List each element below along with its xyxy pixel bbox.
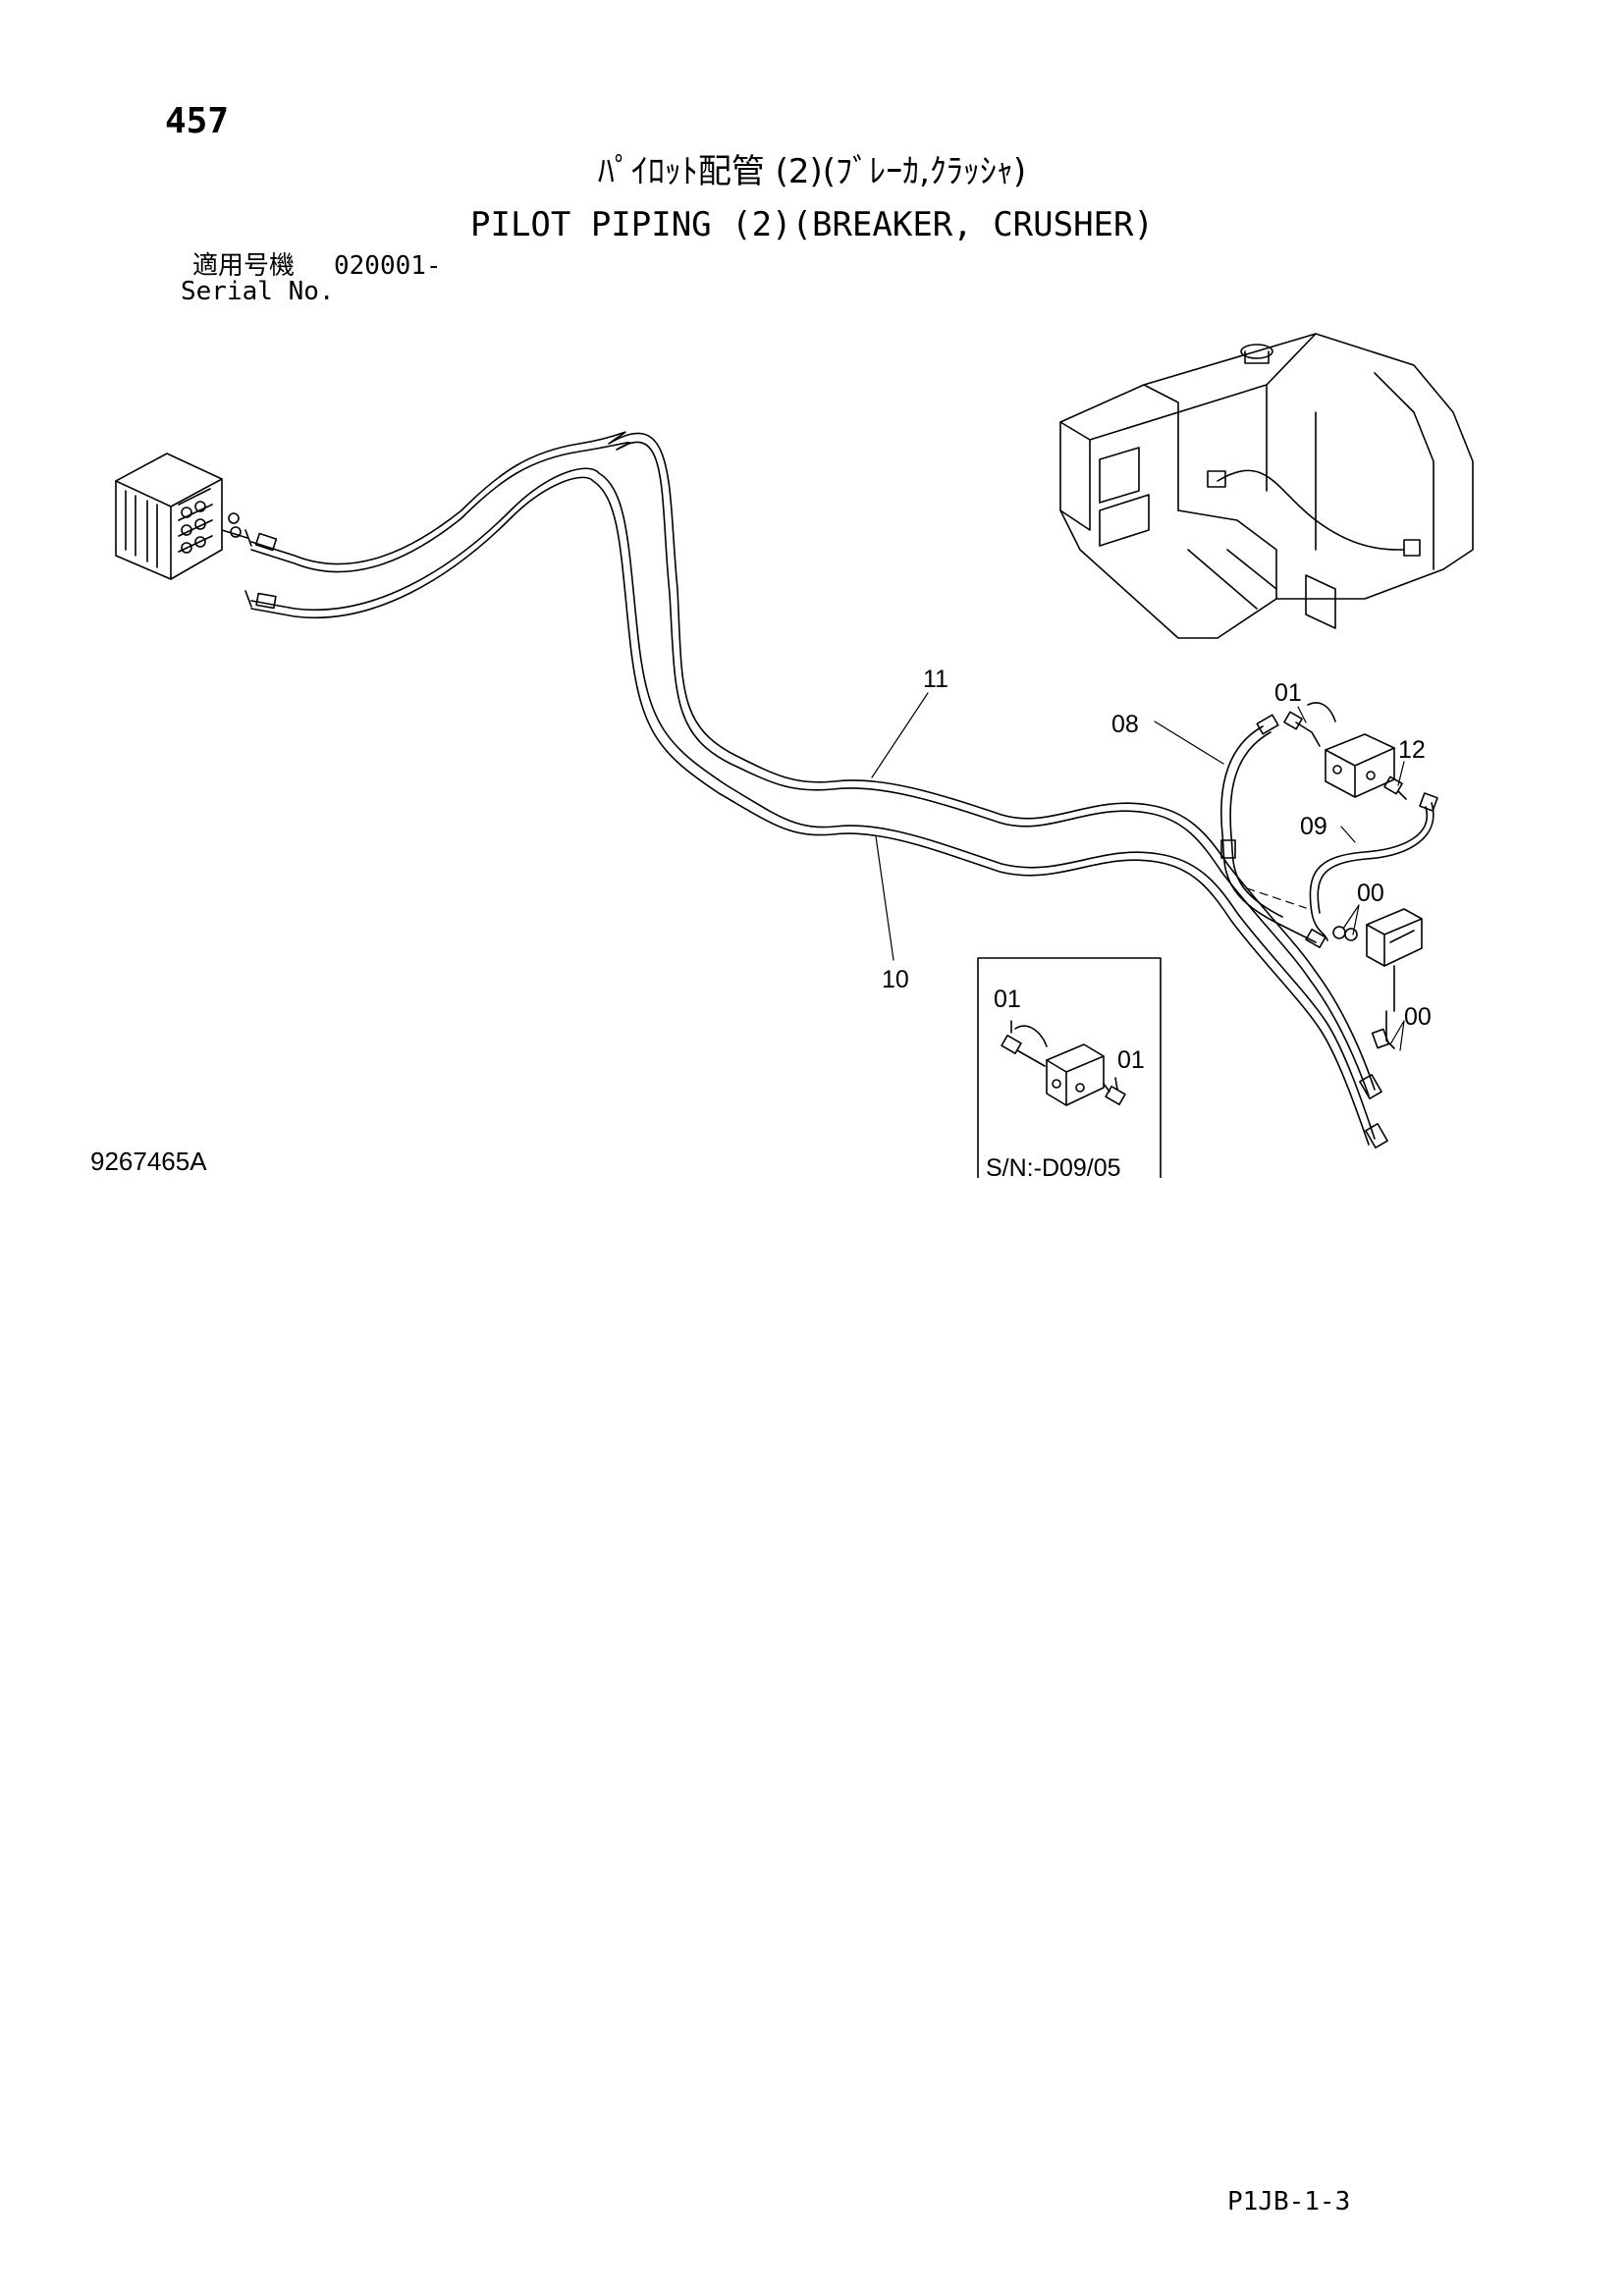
inset-frame bbox=[977, 957, 1162, 1178]
pressure-switch-block bbox=[1332, 908, 1423, 1049]
serial-label-japanese: 適用号機 bbox=[192, 251, 296, 281]
hose-09 bbox=[1309, 792, 1438, 941]
hose-08 bbox=[1220, 714, 1326, 948]
hose-fittings-left bbox=[244, 529, 278, 610]
serial-number-value: 020001- bbox=[334, 251, 442, 281]
callout-10: 10 bbox=[882, 966, 909, 993]
callout-11: 11 bbox=[923, 666, 948, 693]
callout-09: 09 bbox=[1300, 813, 1327, 840]
page-number: 457 bbox=[165, 101, 230, 141]
callout-08: 08 bbox=[1111, 711, 1139, 738]
page-code: P1JB-1-3 bbox=[1227, 2187, 1351, 2216]
solenoid-valve-12 bbox=[1283, 702, 1407, 800]
callout-00-upper: 00 bbox=[1357, 880, 1384, 907]
callout-12: 12 bbox=[1398, 736, 1426, 764]
leader-lines bbox=[871, 692, 1405, 1051]
inset-callout-01-left: 01 bbox=[994, 986, 1021, 1013]
callout-00-lower: 00 bbox=[1404, 1003, 1432, 1031]
machine-overview bbox=[1059, 333, 1474, 639]
figure-number: 9267465A bbox=[90, 1147, 207, 1176]
parts-diagram: 11 10 08 01 12 09 00 00 01 01 S/N:-D09/0… bbox=[115, 333, 1474, 1178]
inset-callout-01-right: 01 bbox=[1117, 1046, 1145, 1074]
callout-01: 01 bbox=[1274, 679, 1302, 707]
serial-label-english: Serial No. bbox=[181, 277, 335, 306]
control-valve bbox=[115, 453, 248, 580]
title-english: PILOT PIPING (2)(BREAKER, CRUSHER) bbox=[470, 205, 1154, 244]
hose-11 bbox=[250, 431, 1376, 1096]
inset-serial-note: S/N:-D09/05 bbox=[986, 1154, 1121, 1178]
hose-10 bbox=[250, 467, 1376, 1146]
title-japanese: ﾊﾟｲﾛｯﾄ配管 (2)(ﾌﾞﾚｰｶ,ｸﾗｯｼｬ) bbox=[597, 152, 1027, 191]
